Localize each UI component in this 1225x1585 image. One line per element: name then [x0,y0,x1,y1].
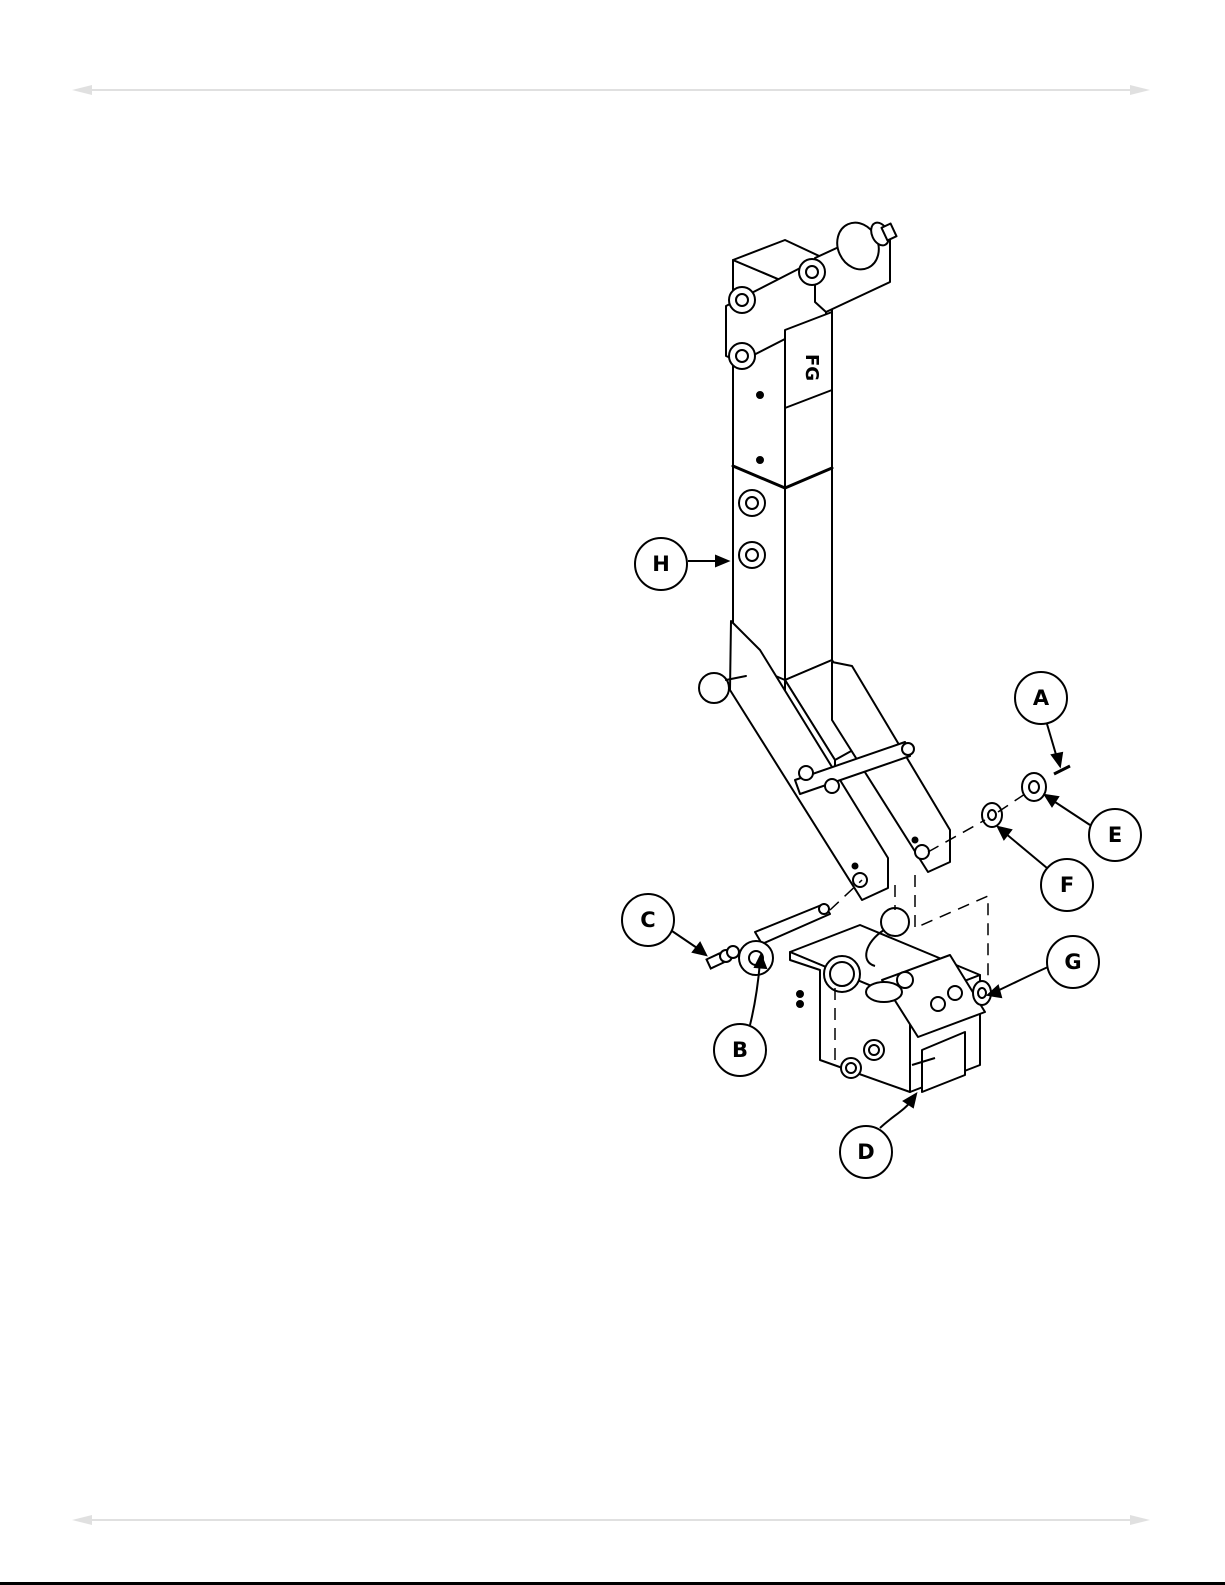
callout-a-label: A [1033,686,1050,710]
washer-f [982,803,1002,827]
callout-c: C [622,894,706,955]
logo-text: FG [801,354,822,381]
cotter-pin-a [1054,766,1070,774]
callout-f-label: F [1060,873,1074,897]
callout-h-label: H [652,552,670,576]
callout-e-label: E [1108,823,1122,847]
bottom-guide-line [72,1515,1150,1525]
top-guide-line [72,85,1150,95]
callout-g-label: G [1064,950,1081,974]
callout-a: A [1015,672,1067,766]
callout-g: G [988,936,1099,997]
upright-post-assembly: FG [699,216,950,900]
hitch-receiver-d [790,908,985,1092]
washer-e [1022,773,1046,801]
callout-c-label: C [640,908,655,932]
callout-b: B [714,955,766,1076]
bolt-and-lockwasher-c [707,946,739,968]
callout-h: H [635,538,728,590]
callout-b-label: B [732,1038,748,1062]
callout-d: D [840,1094,916,1178]
callout-f: F [998,827,1093,911]
callout-d-label: D [857,1140,874,1164]
callout-e: E [1045,795,1141,861]
